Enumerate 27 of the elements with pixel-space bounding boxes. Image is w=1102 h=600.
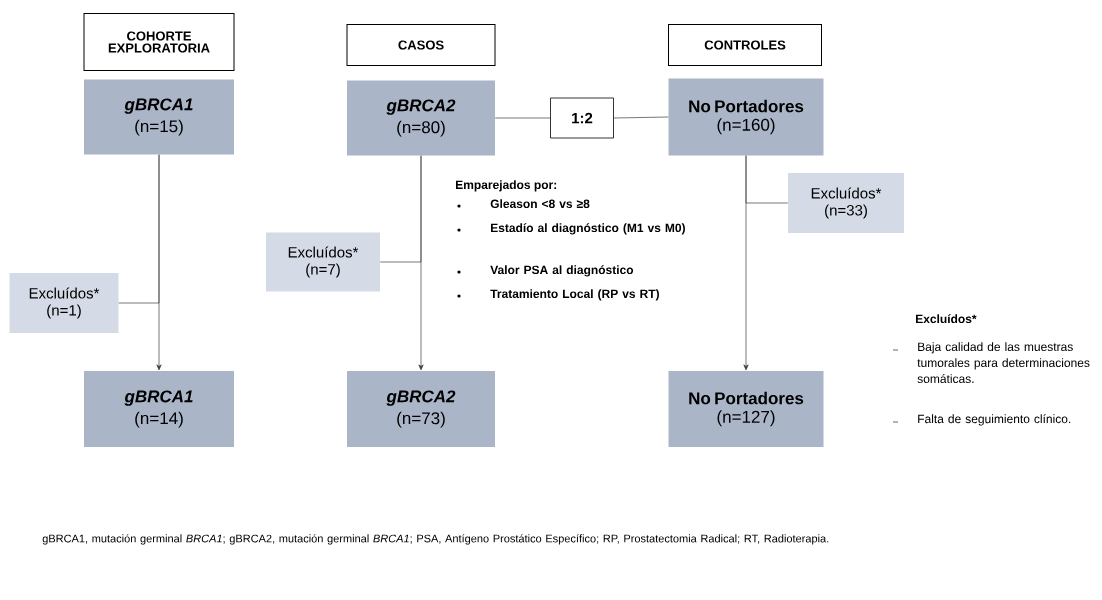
footnote: gBRCA1, mutación germinal BRCA1; gBRCA2, mutación germinal BRCA1; PSA, Antígeno Prostático Específico; RP, Prostatectomia Radical; RT, Radioterapia. xyxy=(42,534,829,545)
bullet-point: Valor PSA al diagnóstico xyxy=(490,265,634,277)
connector-line xyxy=(613,116,669,119)
header-box: CONTROLES xyxy=(668,24,822,66)
exclusion-box: Excluídos* (n=33) xyxy=(788,173,904,233)
bullet-point: Estadío al diagnóstico (M1 vs M0) xyxy=(491,223,685,235)
group-box: gBRCA1 (n=14) xyxy=(84,371,234,447)
bullet-point: Tratamiento Local (RP vs RT) xyxy=(490,289,659,301)
note-item: Baja calidad de las muestras tumorales para determinaciones somáticas. xyxy=(917,342,1090,383)
group-box: gBRCA1 (n=15) xyxy=(84,79,234,155)
exclusion-box: Excluídos* (n=7) xyxy=(266,232,380,292)
bullet-point: Gleason <8 vs ≥8 xyxy=(490,199,590,208)
group-box: gBRCA2 (n=73) xyxy=(347,371,495,447)
header-box: CASOS xyxy=(346,24,496,66)
connector-line xyxy=(494,117,551,119)
note-heading: Excluídos* xyxy=(916,314,977,324)
ratio-box: 1:2 xyxy=(550,97,614,139)
connector-line xyxy=(118,154,160,304)
connector-line xyxy=(379,155,422,263)
group-box: gBRCA2 (n=80) xyxy=(347,80,495,156)
connector-line xyxy=(745,155,789,204)
exclusion-box: Excluídos* (n=1) xyxy=(9,273,119,333)
list-heading: Emparejados por: xyxy=(456,180,557,192)
header-box: COHORTE EXPLORATORIA xyxy=(83,13,235,71)
note-item: Falta de seguimiento clínico. xyxy=(918,414,1071,426)
group-box: No Portadores (n=127) xyxy=(668,371,824,447)
group-box: No Portadores (n=160) xyxy=(668,78,824,156)
